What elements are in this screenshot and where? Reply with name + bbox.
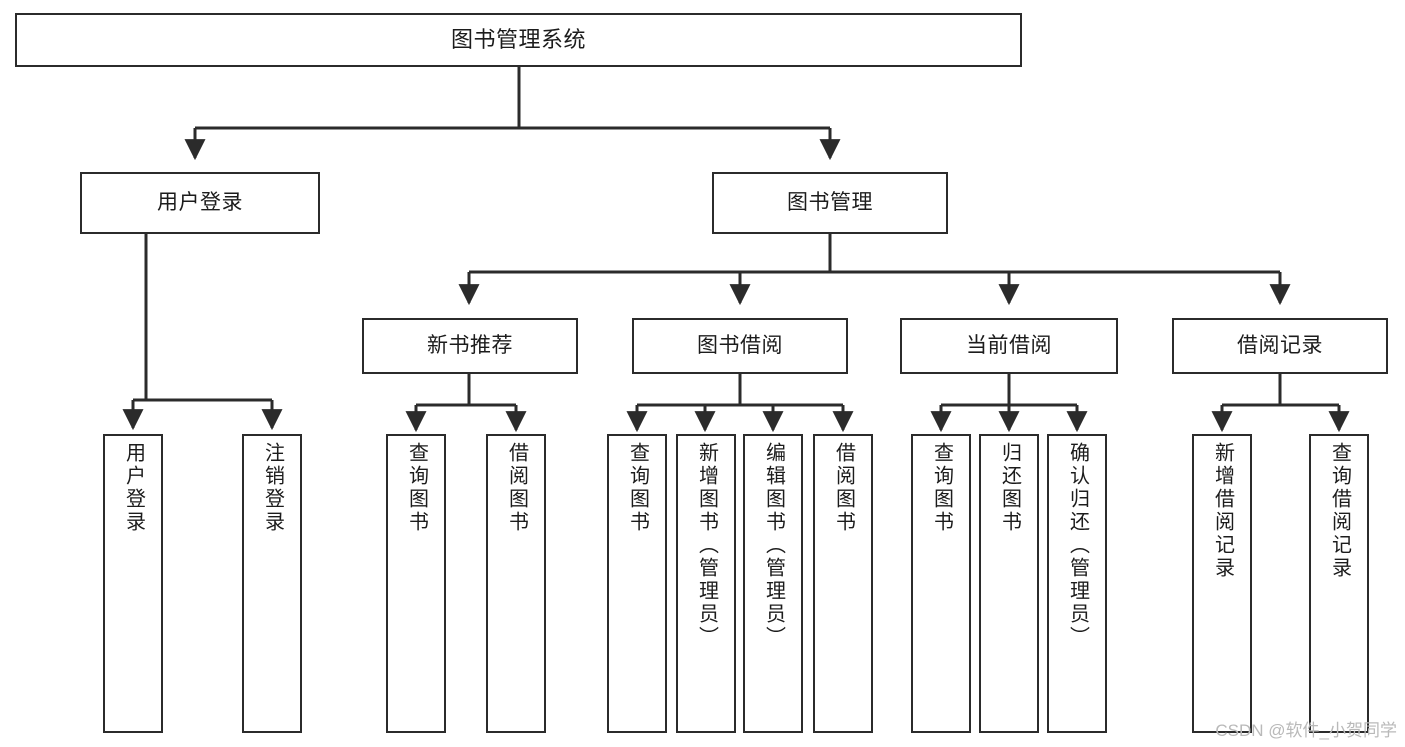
watermark: CSDN @软件_小贺同学	[1215, 721, 1397, 740]
leaf-record-add-record[interactable]: 新增借阅记录	[1192, 434, 1252, 733]
node-user-login[interactable]: 用户登录	[80, 172, 320, 234]
node-label: 借阅图书	[505, 442, 528, 534]
leaf-borrow-query-book[interactable]: 查询图书	[607, 434, 667, 733]
node-label: 新增图书（管理员）	[695, 442, 718, 649]
leaf-recommend-borrow-book[interactable]: 借阅图书	[486, 434, 546, 733]
node-label: 归还图书	[998, 442, 1021, 534]
leaf-borrow-edit-book-admin[interactable]: 编辑图书（管理员）	[743, 434, 803, 733]
node-label: 查询图书	[405, 442, 428, 534]
node-label: 注销登录	[261, 442, 284, 534]
leaf-user-login-signin[interactable]: 用户登录	[103, 434, 163, 733]
leaf-borrow-borrow-book[interactable]: 借阅图书	[813, 434, 873, 733]
node-label: 确认归还（管理员）	[1066, 442, 1089, 649]
node-label: 查询借阅记录	[1328, 442, 1351, 580]
node-label: 图书管理	[787, 190, 873, 214]
node-label: 查询图书	[626, 442, 649, 534]
node-label: 查询图书	[930, 442, 953, 534]
leaf-user-login-signout[interactable]: 注销登录	[242, 434, 302, 733]
node-root-system[interactable]: 图书管理系统	[15, 13, 1022, 67]
node-label: 图书借阅	[697, 333, 783, 357]
node-label: 当前借阅	[966, 333, 1052, 357]
node-label: 借阅图书	[832, 442, 855, 534]
node-new-book-recommend[interactable]: 新书推荐	[362, 318, 578, 374]
leaf-record-query-record[interactable]: 查询借阅记录	[1309, 434, 1369, 733]
node-current-borrow[interactable]: 当前借阅	[900, 318, 1118, 374]
node-label: 新书推荐	[427, 333, 513, 357]
node-label: 图书管理系统	[450, 27, 586, 53]
node-book-management[interactable]: 图书管理	[712, 172, 948, 234]
node-label: 用户登录	[157, 190, 243, 214]
leaf-borrow-add-book-admin[interactable]: 新增图书（管理员）	[676, 434, 736, 733]
leaf-current-query-book[interactable]: 查询图书	[911, 434, 971, 733]
node-book-borrow[interactable]: 图书借阅	[632, 318, 848, 374]
leaf-current-return-book[interactable]: 归还图书	[979, 434, 1039, 733]
node-label: 新增借阅记录	[1211, 442, 1234, 580]
leaf-recommend-query-book[interactable]: 查询图书	[386, 434, 446, 733]
leaf-current-confirm-return-admin[interactable]: 确认归还（管理员）	[1047, 434, 1107, 733]
node-label: 编辑图书（管理员）	[762, 442, 785, 649]
node-label: 借阅记录	[1237, 333, 1323, 357]
node-borrow-record[interactable]: 借阅记录	[1172, 318, 1388, 374]
node-label: 用户登录	[122, 442, 145, 534]
